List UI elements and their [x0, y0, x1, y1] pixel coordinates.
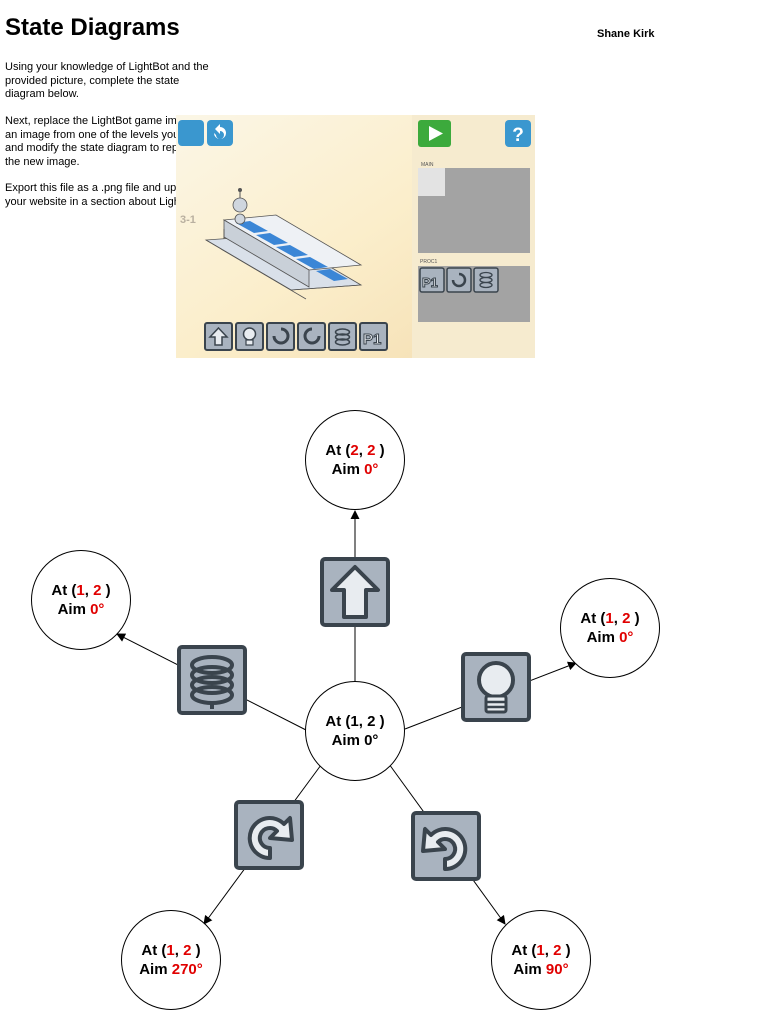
state-right-aim: 0°	[619, 629, 634, 646]
robot-icon	[232, 188, 248, 225]
state-bottom-right: At (1, 2 ) Aim 90°	[491, 910, 591, 1010]
state-top-aim: 0°	[364, 461, 379, 478]
state-right-x: 1	[605, 610, 614, 627]
help-button	[505, 120, 531, 147]
state-center-aim: Aim 0°	[331, 732, 379, 749]
light-icon	[461, 652, 531, 722]
state-left: At (1, 2 ) Aim 0°	[31, 550, 131, 650]
instruction-1: Using your knowledge of LightBot and the…	[5, 61, 209, 100]
state-bottom-right-y: 2	[553, 942, 562, 959]
state-right-y: 2	[622, 610, 631, 627]
state-center-position: At (1, 2 )	[325, 713, 385, 730]
state-top-y: 2	[367, 442, 376, 459]
turn-left-icon	[411, 811, 481, 881]
state-top: At (2, 2 ) Aim 0°	[305, 410, 405, 510]
state-bottom-left: At (1, 2 ) Aim 270°	[121, 910, 221, 1010]
state-bottom-left-aim: 270°	[171, 961, 203, 978]
proc-p1: P1	[422, 275, 438, 290]
state-right: At (1, 2 ) Aim 0°	[560, 578, 660, 678]
command-toolbar: P1	[204, 322, 388, 351]
state-bottom-left-y: 2	[183, 942, 192, 959]
proc-label: PROC1	[420, 259, 437, 265]
state-center: At (1, 2 ) Aim 0°	[305, 681, 405, 781]
state-bottom-right-x: 1	[536, 942, 545, 959]
state-bottom-left-x: 1	[166, 942, 175, 959]
instruction-2: Next, replace the LightBot game image wi…	[5, 115, 218, 168]
turn-right-icon	[234, 800, 304, 870]
forward-icon	[320, 557, 390, 627]
state-top-x: 2	[350, 442, 359, 459]
page-title: State Diagrams	[5, 14, 180, 41]
state-left-y: 2	[93, 582, 102, 599]
state-left-aim: 0°	[90, 601, 105, 618]
lightbot-game-image: 3-1 P1 ? MAIN	[176, 115, 535, 358]
main-label: MAIN	[421, 162, 434, 168]
back-icon	[178, 120, 204, 146]
instruction-3: Export this file as a .png file and uplo…	[5, 182, 218, 208]
state-bottom-right-aim: 90°	[545, 961, 569, 978]
author-name: Shane Kirk	[597, 28, 655, 40]
game-board	[204, 214, 363, 300]
toolbar-p1: P1	[363, 331, 381, 348]
help-glyph: ?	[512, 125, 524, 146]
state-left-x: 1	[76, 582, 85, 599]
level-number: 3-1	[180, 214, 196, 226]
jump-icon	[177, 645, 247, 715]
